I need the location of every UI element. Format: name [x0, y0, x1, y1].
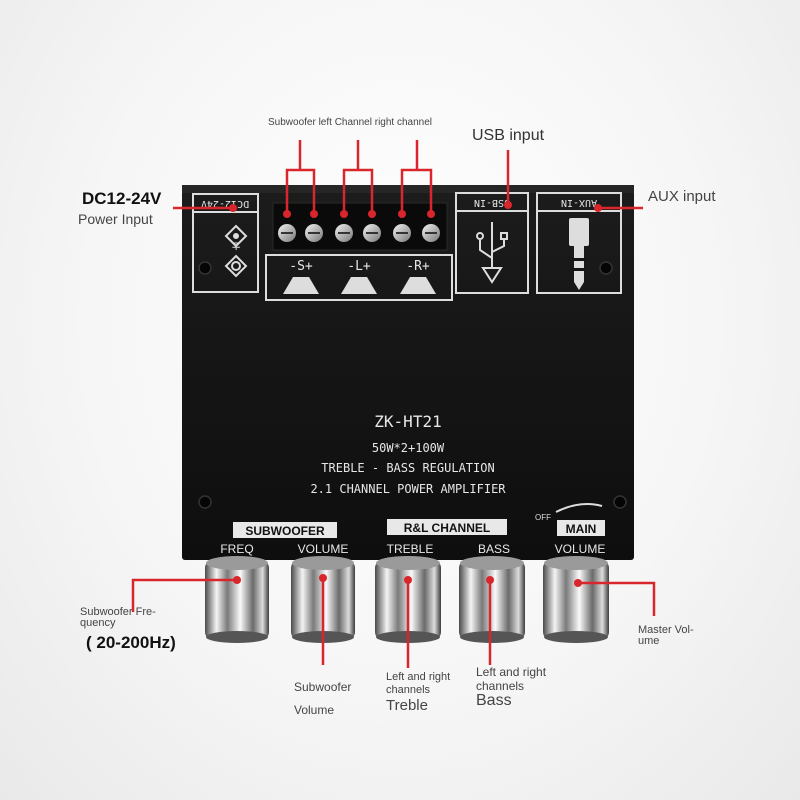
speaker-left-icon: [341, 277, 377, 294]
speaker-sub-label: -S+: [289, 259, 313, 274]
section-rl-channel: R&L CHANNEL: [404, 521, 490, 535]
power-voltage-annotation: DC12-24V: [82, 189, 162, 208]
svg-text:∓: ∓: [231, 239, 241, 253]
speaker-terminal-block: -S+ -L+ -R+: [265, 202, 453, 301]
speaker-sub-icon: [283, 277, 319, 294]
usb-input-panel: USB-IN: [455, 192, 529, 294]
power-input-panel: DC12-24V ∓: [192, 193, 259, 293]
usb-panel-label: USB-IN: [474, 197, 510, 208]
speaker-right-icon: [400, 277, 436, 294]
section-main: MAIN: [566, 522, 597, 536]
treble-annotation-3: Treble: [386, 697, 428, 714]
knob-label-main-volume: VOLUME: [555, 542, 606, 556]
power-input-annotation: Power Input: [78, 211, 153, 227]
sub-volume-annotation-2: Volume: [294, 703, 335, 717]
bass-annotation-1: Left and right: [476, 665, 547, 679]
treble-annotation-1: Left and right: [386, 671, 451, 683]
feature-line: TREBLE - BASS REGULATION: [321, 461, 494, 475]
usb-icon: [476, 222, 508, 284]
volume-arc-icon: [555, 503, 603, 513]
knob-label-sub-volume: VOLUME: [298, 542, 349, 556]
off-label: OFF: [535, 513, 551, 522]
terminals-annotation: Subwoofer left Channel right channel: [268, 117, 432, 128]
speaker-left-label: -L+: [347, 259, 371, 274]
terminal-screws: [278, 224, 440, 242]
aux-input-panel: AUX-IN: [536, 192, 622, 294]
leader-lines: [131, 140, 656, 668]
bass-annotation-3: Bass: [476, 692, 512, 709]
power-rating: 50W*2+100W: [372, 441, 445, 455]
model-name: ZK-HT21: [374, 412, 441, 431]
knob-freq[interactable]: [205, 556, 269, 643]
sub-freq-range: ( 20-200Hz): [86, 633, 176, 652]
aux-jack-icon: [569, 218, 589, 290]
usb-annotation: USB input: [472, 127, 545, 144]
mounting-holes: [198, 261, 627, 509]
master-volume-annotation-1: Master Vol-: [638, 624, 694, 636]
sub-freq-annotation-2: quency: [80, 617, 116, 629]
power-panel-label: DC12-24V: [201, 198, 249, 209]
knob-bass[interactable]: [459, 556, 525, 643]
sub-volume-annotation-1: Subwoofer: [294, 680, 352, 694]
type-line: 2.1 CHANNEL POWER AMPLIFIER: [310, 482, 506, 496]
knob-label-treble: TREBLE: [387, 542, 434, 556]
barrel-jack-icon: [224, 224, 248, 278]
speaker-right-label: -R+: [406, 259, 430, 274]
knob-label-freq: FREQ: [220, 542, 253, 556]
knob-label-bass: BASS: [478, 542, 510, 556]
bass-annotation-2: channels: [476, 679, 525, 693]
leader-dots: [229, 201, 602, 587]
aux-annotation: AUX input: [648, 188, 716, 205]
section-subwoofer: SUBWOOFER: [245, 524, 325, 538]
master-volume-annotation-2: ume: [638, 635, 660, 647]
sub-freq-annotation-1: Subwoofer Fre-: [80, 606, 156, 618]
aux-panel-label: AUX-IN: [561, 197, 597, 208]
knob-main-volume[interactable]: [543, 556, 609, 643]
treble-annotation-2: channels: [386, 684, 431, 696]
